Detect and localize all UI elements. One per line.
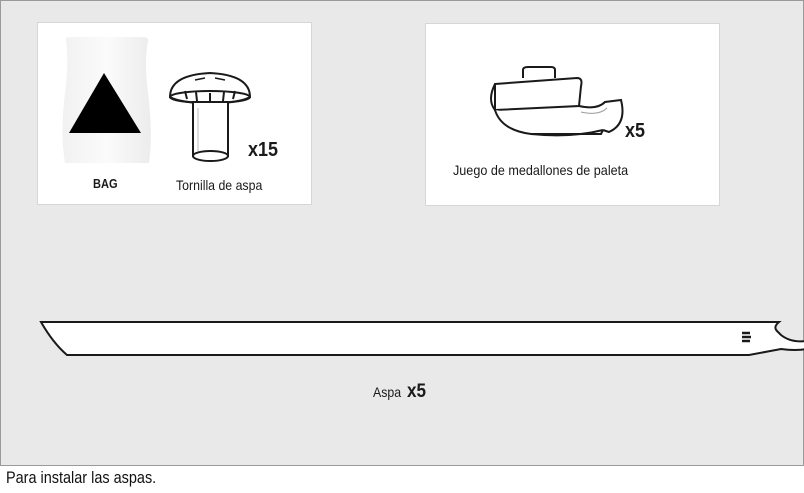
screw-icon — [168, 71, 252, 162]
screw-label: Tornilla de aspa — [176, 177, 263, 193]
parts-sheet: BAG Tornilla de aspa x15 x5 Juego de med… — [0, 0, 804, 466]
fan-blade-icon — [39, 321, 804, 356]
blade-quantity: x5 — [407, 381, 427, 402]
bag-and-screw-card: BAG Tornilla de aspa x15 — [37, 22, 312, 205]
medallion-card: x5 Juego de medallones de paleta — [425, 23, 720, 206]
blade-caption: Aspa x5 — [373, 381, 429, 403]
screw-quantity: x15 — [248, 139, 279, 161]
blade-medallion-icon — [490, 66, 624, 137]
bag-label: BAG — [93, 176, 118, 191]
footer-note: Para instalar las aspas. — [6, 468, 157, 487]
warning-bag-icon — [62, 37, 151, 163]
medallion-quantity: x5 — [625, 120, 646, 142]
medallion-label: Juego de medallones de paleta — [453, 162, 629, 178]
blade-label: Aspa — [373, 384, 402, 400]
